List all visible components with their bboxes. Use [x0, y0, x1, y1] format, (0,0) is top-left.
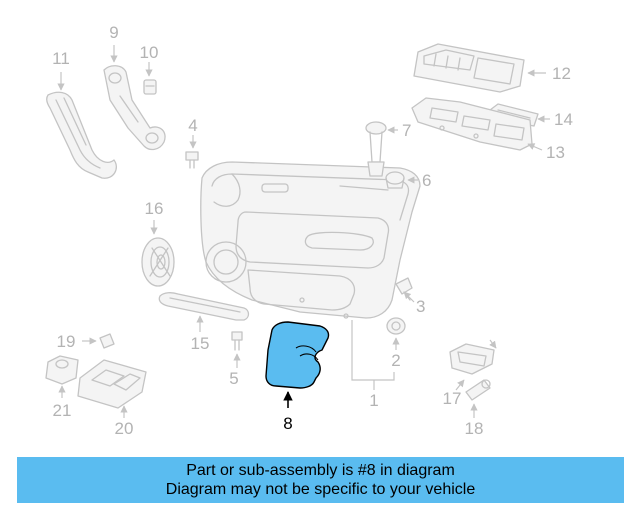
part-1-door-panel: [200, 161, 421, 319]
callout-7: 7: [402, 121, 411, 140]
callout-19: 19: [57, 332, 76, 351]
callout-16: 16: [145, 199, 164, 218]
callout-20: 20: [115, 419, 134, 438]
part-13-switch-bezel: [411, 97, 533, 151]
banner-disclaimer-text: Diagram may not be specific to your vehi…: [165, 481, 476, 498]
callout-2: 2: [391, 351, 400, 370]
callout-21: 21: [53, 401, 72, 420]
banner-part-text: Part or sub-assembly is #8 in diagram: [186, 462, 455, 479]
part-4-screw: [185, 151, 199, 169]
info-banner: Part or sub-assembly is #8 in diagram Di…: [17, 457, 624, 503]
callout-15: 15: [191, 334, 210, 353]
part-19-clip: [99, 333, 115, 349]
callout-13: 13: [546, 143, 565, 162]
callout-11: 11: [52, 49, 70, 68]
part-3-clip: [395, 277, 413, 301]
part-17-lamp-housing: [449, 343, 495, 375]
part-18-bulb: [465, 379, 491, 401]
part-10-clip: [143, 79, 157, 95]
part-6-grommet: [385, 171, 405, 189]
part-21-switch: [45, 355, 79, 385]
part-15-trim-strip: [158, 292, 250, 321]
callout-9: 9: [109, 23, 118, 42]
part-5-screw: [231, 331, 243, 351]
part-8-highlighted-trim: [265, 321, 330, 389]
part-2-grommet: [386, 317, 406, 335]
part-9-handle-bracket: [103, 65, 166, 151]
callout-1: 1: [369, 391, 378, 410]
callout-6: 6: [422, 171, 431, 190]
callout-10: 10: [140, 43, 159, 62]
part-16-speaker: [141, 237, 175, 287]
callout-14: 14: [554, 110, 573, 129]
part-1-leader: [351, 320, 395, 390]
callout-12: 12: [552, 64, 571, 83]
callout-4: 4: [188, 116, 197, 135]
callout-3: 3: [416, 297, 425, 316]
callout-8: 8: [283, 414, 292, 433]
callout-5: 5: [229, 369, 238, 388]
part-7-lock-button: [365, 121, 387, 177]
parts-diagram: 11 9 10 4 12 14 13 7 6 16 3 15 2 5 1 19 …: [45, 23, 573, 438]
callout-18: 18: [465, 419, 484, 438]
part-12-switch-panel: [413, 43, 525, 93]
part-11-pull-handle: [46, 91, 117, 179]
callout-labels: 11 9 10 4 12 14 13 7 6 16 3 15 2 5 1 19 …: [52, 23, 573, 438]
part-20-switch-assembly: [77, 359, 147, 409]
callout-17: 17: [443, 389, 462, 408]
